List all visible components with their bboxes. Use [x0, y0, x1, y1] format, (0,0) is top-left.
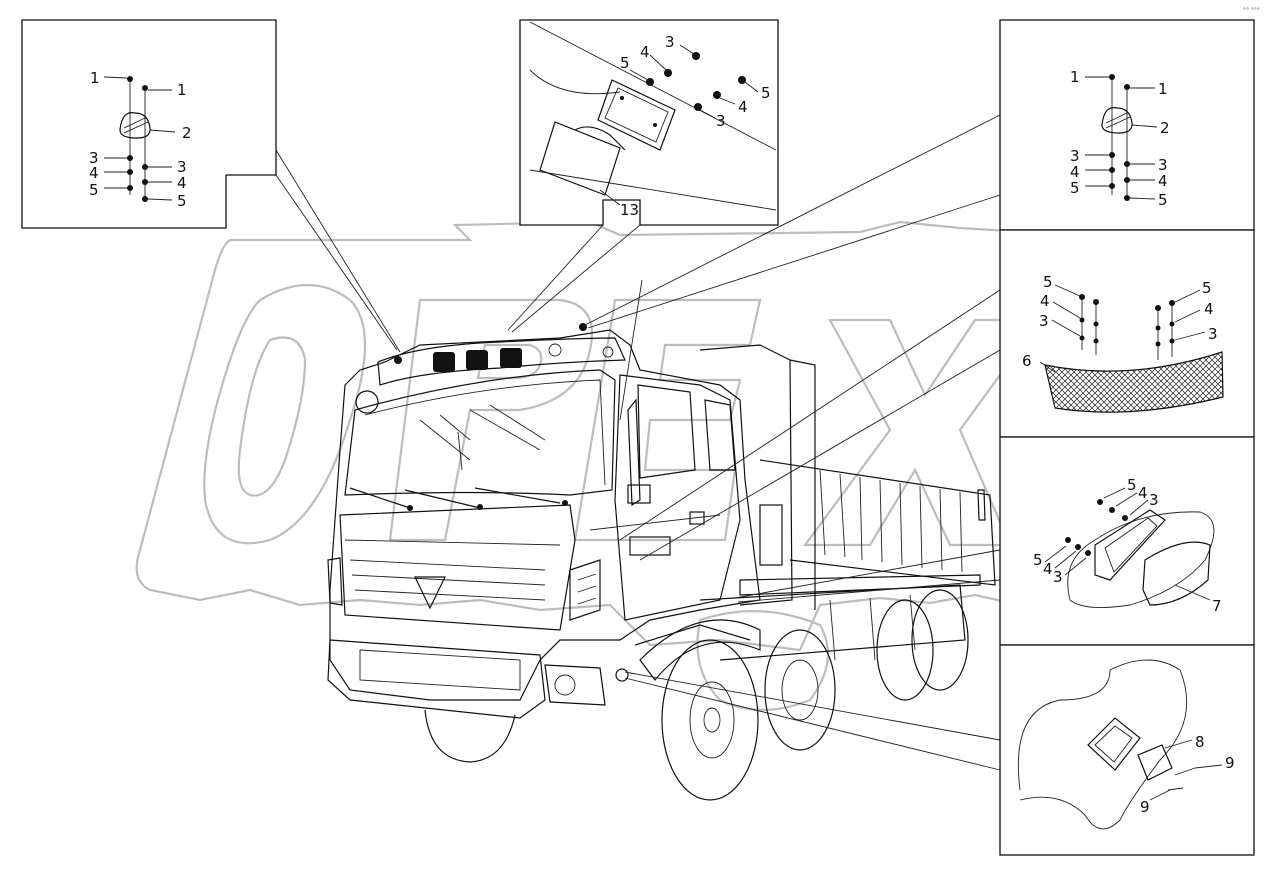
callout: 4 [640, 43, 650, 61]
detail-mudflap: 5 4 3 6 5 4 3 [999, 229, 1255, 438]
callout: 4 [1204, 300, 1214, 318]
callout: 7 [1212, 597, 1222, 615]
callout: 9 [1225, 754, 1235, 772]
callout: 5 [89, 181, 99, 199]
detail-step-light: 8 9 9 [999, 644, 1255, 856]
callout: 4 [1043, 560, 1053, 578]
callout: 3 [89, 149, 99, 167]
callout: 3 [1158, 156, 1168, 174]
roof-lamp-1 [433, 352, 455, 372]
callout: 13 [620, 201, 639, 219]
callout: 5 [1070, 179, 1080, 197]
callout: 4 [1138, 484, 1148, 502]
detail-roof-left: 1 1 2 3 3 4 4 5 5 [21, 19, 277, 229]
detail-roof-center: 5 4 3 5 4 3 13 [519, 19, 779, 226]
callout: 3 [1039, 312, 1049, 330]
callout: 5 [761, 84, 771, 102]
truck-illustration [327, 279, 996, 801]
callout: 8 [1195, 733, 1205, 751]
callout: 3 [716, 112, 726, 130]
roof-lamp-3 [500, 348, 522, 368]
callout: 5 [1033, 551, 1043, 569]
callout: 9 [1140, 798, 1150, 816]
callout: 2 [1160, 119, 1170, 137]
callout: 5 [620, 54, 630, 72]
callout: 5 [1158, 191, 1168, 209]
callout: 4 [89, 164, 99, 182]
corner-mark: °° °°° [1243, 7, 1260, 14]
callout: 4 [738, 98, 748, 116]
callout: 3 [1149, 491, 1159, 509]
callout: 3 [1070, 147, 1080, 165]
leader-lines [275, 114, 1001, 771]
callout: 6 [1022, 352, 1032, 370]
callout: 3 [1208, 325, 1218, 343]
callout: 3 [1053, 568, 1063, 586]
roof-lamp-2 [466, 350, 488, 370]
callout: 3 [665, 33, 675, 51]
callout: 1 [177, 81, 187, 99]
callout: 4 [1040, 292, 1050, 310]
callout: 1 [90, 69, 100, 87]
detail-side-marker: 5 4 3 5 4 3 7 [999, 436, 1255, 646]
callout: 3 [177, 158, 187, 176]
callout: 2 [182, 124, 192, 142]
callout: 4 [177, 174, 187, 192]
callout: 5 [1202, 279, 1212, 297]
callout: 1 [1158, 80, 1168, 98]
callout: 5 [177, 192, 187, 210]
callout: 1 [1070, 68, 1080, 86]
detail-roof-right: 1 1 2 3 3 4 4 5 5 [999, 19, 1255, 231]
callout: 5 [1043, 273, 1053, 291]
callout: 4 [1070, 163, 1080, 181]
callout: 5 [1127, 476, 1137, 494]
callout: 4 [1158, 172, 1168, 190]
